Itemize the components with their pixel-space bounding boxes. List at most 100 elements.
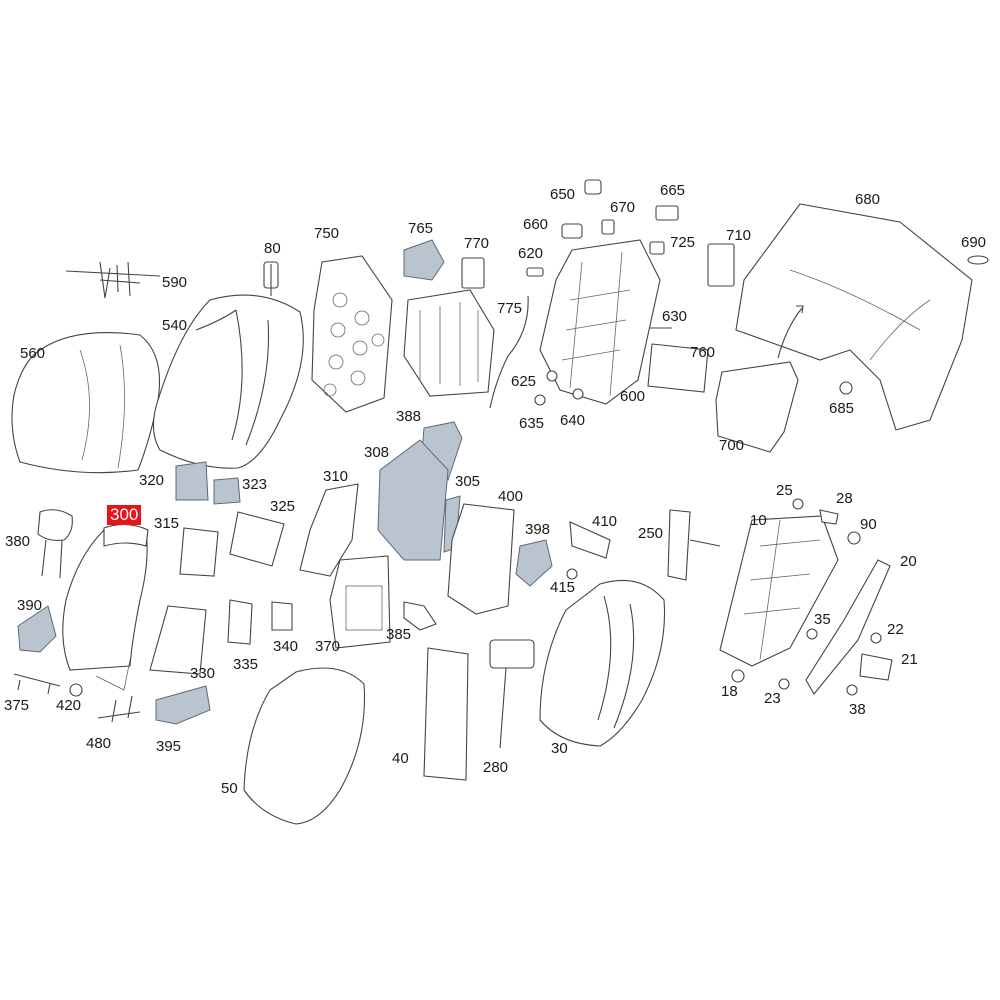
label-375[interactable]: 375 <box>4 697 30 714</box>
part-280-switch <box>489 639 535 749</box>
part-650-clip <box>584 179 602 195</box>
label-18[interactable]: 18 <box>721 683 738 700</box>
label-325[interactable]: 325 <box>270 498 296 515</box>
part-28-clip <box>819 509 839 525</box>
part-22-screw <box>870 632 882 644</box>
label-21[interactable]: 21 <box>901 651 918 668</box>
label-250[interactable]: 250 <box>638 525 664 542</box>
label-415[interactable]: 415 <box>550 579 576 596</box>
label-28[interactable]: 28 <box>836 490 853 507</box>
label-315[interactable]: 315 <box>154 515 180 532</box>
part-315-switch-panel <box>179 527 219 577</box>
part-300-seat-assembly <box>62 523 149 691</box>
label-25[interactable]: 25 <box>776 482 793 499</box>
part-540-backrest-pad <box>152 294 304 469</box>
part-400-armrest-lid <box>447 503 515 615</box>
part-310-console-side <box>299 483 359 577</box>
part-335-cover <box>227 599 253 645</box>
label-30[interactable]: 30 <box>551 740 568 757</box>
label-630[interactable]: 630 <box>662 308 688 325</box>
part-765-blower <box>403 239 445 281</box>
part-80-headrest-guide <box>263 261 279 296</box>
part-725-clip <box>649 241 665 255</box>
part-395-cover <box>155 685 211 725</box>
part-330-trim <box>149 605 207 675</box>
label-725[interactable]: 725 <box>670 234 696 251</box>
label-410[interactable]: 410 <box>592 513 618 530</box>
part-35-clip <box>806 628 818 640</box>
ventilation-frame <box>403 289 495 397</box>
label-660[interactable]: 660 <box>523 216 549 233</box>
label-80[interactable]: 80 <box>264 240 281 257</box>
label-40[interactable]: 40 <box>392 750 409 767</box>
part-20-side-trim <box>805 559 891 695</box>
label-335[interactable]: 335 <box>233 656 259 673</box>
part-340-sheet <box>271 601 293 631</box>
label-640[interactable]: 640 <box>560 412 586 429</box>
label-775[interactable]: 775 <box>497 300 523 317</box>
label-50[interactable]: 50 <box>221 780 238 797</box>
label-750[interactable]: 750 <box>314 225 340 242</box>
label-330[interactable]: 330 <box>190 665 216 682</box>
label-600[interactable]: 600 <box>620 388 646 405</box>
part-410-bracket <box>569 521 611 559</box>
label-680[interactable]: 680 <box>855 191 881 208</box>
label-670[interactable]: 670 <box>610 199 636 216</box>
label-540[interactable]: 540 <box>162 317 188 334</box>
part-690-cap <box>967 255 989 265</box>
label-690[interactable]: 690 <box>961 234 987 251</box>
part-625-screw <box>546 370 558 382</box>
label-22[interactable]: 22 <box>887 621 904 638</box>
label-23[interactable]: 23 <box>764 690 781 707</box>
label-90[interactable]: 90 <box>860 516 877 533</box>
label-10[interactable]: 10 <box>750 512 767 529</box>
label-323[interactable]: 323 <box>242 476 268 493</box>
part-660-clip <box>561 223 583 239</box>
part-18-nut <box>731 669 745 683</box>
label-340[interactable]: 340 <box>273 638 299 655</box>
label-420[interactable]: 420 <box>56 697 82 714</box>
label-310[interactable]: 310 <box>323 468 349 485</box>
label-770[interactable]: 770 <box>464 235 490 252</box>
label-305[interactable]: 305 <box>455 473 481 490</box>
part-710-module <box>707 243 735 287</box>
label-620[interactable]: 620 <box>518 245 544 262</box>
label-395[interactable]: 395 <box>156 738 182 755</box>
part-323-cover <box>213 477 241 505</box>
label-400[interactable]: 400 <box>498 488 524 505</box>
label-765[interactable]: 765 <box>408 220 434 237</box>
label-380[interactable]: 380 <box>5 533 31 550</box>
label-320[interactable]: 320 <box>139 472 165 489</box>
label-760[interactable]: 760 <box>690 344 716 361</box>
label-35[interactable]: 35 <box>814 611 831 628</box>
label-370[interactable]: 370 <box>315 638 341 655</box>
label-480[interactable]: 480 <box>86 735 112 752</box>
part-680-backrest-shell <box>735 203 973 431</box>
part-398-cover <box>515 539 553 587</box>
label-685[interactable]: 685 <box>829 400 855 417</box>
label-710[interactable]: 710 <box>726 227 752 244</box>
label-700[interactable]: 700 <box>719 437 745 454</box>
label-398[interactable]: 398 <box>525 521 551 538</box>
label-385[interactable]: 385 <box>386 626 412 643</box>
label-560[interactable]: 560 <box>20 345 46 362</box>
label-38[interactable]: 38 <box>849 701 866 718</box>
part-665-clip <box>655 205 679 221</box>
label-625[interactable]: 625 <box>511 373 537 390</box>
label-388[interactable]: 388 <box>396 408 422 425</box>
label-308[interactable]: 308 <box>364 444 390 461</box>
label-590[interactable]: 590 <box>162 274 188 291</box>
label-650[interactable]: 650 <box>550 186 576 203</box>
part-750-massage-mat <box>311 255 393 413</box>
label-665[interactable]: 665 <box>660 182 686 199</box>
assembly-arrow <box>777 305 804 359</box>
part-50-seat-cover <box>243 667 366 825</box>
part-30-seat-cushion <box>539 579 666 747</box>
label-390[interactable]: 390 <box>17 597 43 614</box>
label-280[interactable]: 280 <box>483 759 509 776</box>
label-300-highlighted[interactable]: 300 <box>107 505 142 525</box>
label-20[interactable]: 20 <box>900 553 917 570</box>
label-635[interactable]: 635 <box>519 415 545 432</box>
